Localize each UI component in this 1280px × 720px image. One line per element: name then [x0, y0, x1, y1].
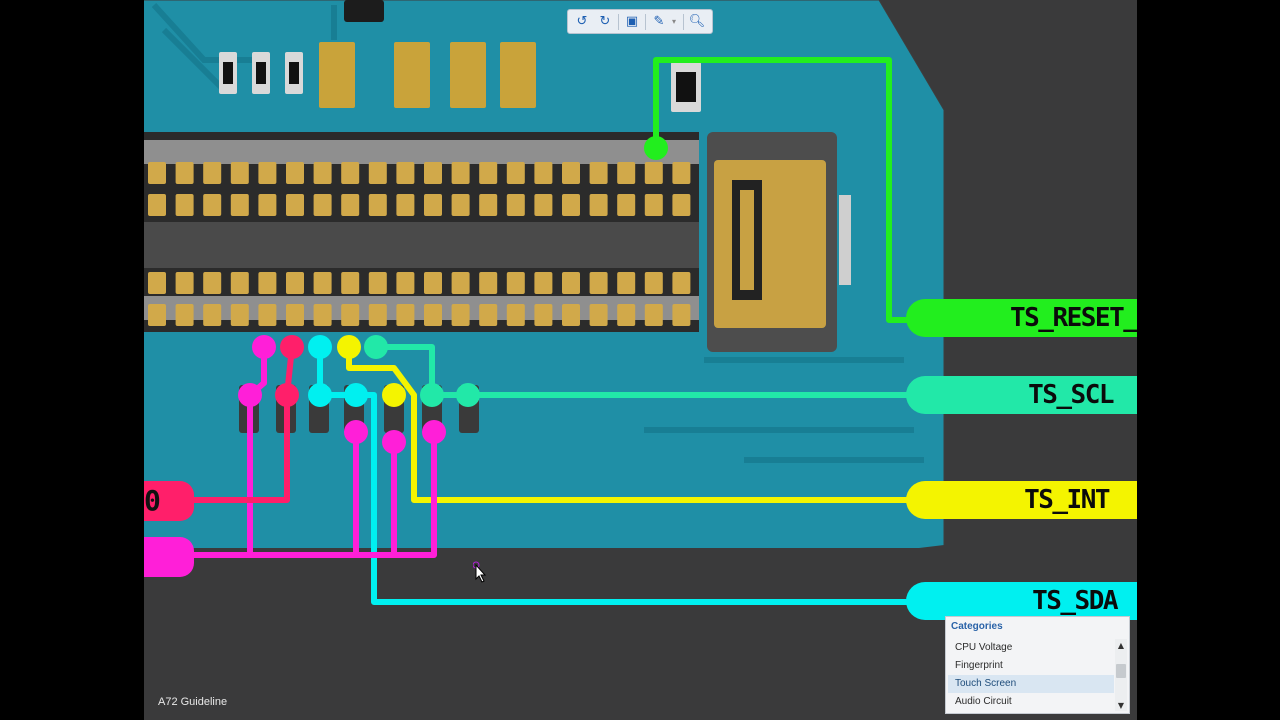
scrollbar-thumb[interactable]: [1116, 664, 1126, 678]
test-point-dot: [644, 136, 668, 160]
chevron-down-icon[interactable]: ▾: [672, 17, 677, 26]
test-point-dot: [308, 335, 332, 359]
categories-title: Categories: [951, 621, 1003, 632]
fit-screen-icon[interactable]: ▣: [625, 14, 639, 29]
test-point-dot: [275, 383, 299, 407]
label-ts-scl: TS_SCL: [906, 376, 1137, 414]
test-point-dot: [382, 430, 406, 454]
test-point-dot: [364, 335, 388, 359]
signal-trace: [317, 344, 927, 605]
mouse-cursor-icon: [473, 561, 487, 583]
label-ts-int-text: TS_INT: [1024, 485, 1110, 515]
category-item-touch-screen[interactable]: Touch Screen: [948, 675, 1114, 693]
pen-tool-icon[interactable]: ✎: [653, 14, 665, 29]
scroll-up-icon[interactable]: ▲: [1117, 640, 1125, 650]
signal-trace: [373, 344, 927, 398]
test-point-dot: [422, 420, 446, 444]
left-label-crimson: 0: [144, 481, 194, 521]
test-point-dot: [344, 420, 368, 444]
categories-scrollbar[interactable]: ▲ ▼: [1115, 639, 1127, 711]
left-label-magenta: [144, 537, 194, 577]
test-point-dot: [344, 383, 368, 407]
test-point-dot: [308, 383, 332, 407]
categories-panel: Categories CPU Voltage Fingerprint Touch…: [945, 616, 1130, 714]
toolbar-divider: [645, 13, 646, 30]
category-item-cpu-voltage[interactable]: CPU Voltage: [955, 642, 1013, 653]
rotate-right-icon[interactable]: ↻: [599, 14, 611, 29]
scroll-down-icon[interactable]: ▼: [1117, 700, 1125, 710]
label-ts-reset-text: TS_RESET_N: [1010, 303, 1137, 333]
signal-trace: [247, 429, 437, 558]
pcb-image: [144, 0, 945, 605]
label-ts-scl-text: TS_SCL: [1028, 380, 1114, 410]
board-connector: [144, 132, 851, 352]
category-item-fingerprint[interactable]: Fingerprint: [955, 660, 1003, 671]
left-label-text: 0: [144, 484, 161, 517]
test-point-dot: [280, 335, 304, 359]
categories-list[interactable]: CPU Voltage Fingerprint Touch Screen Aud…: [948, 639, 1114, 711]
rotate-left-icon[interactable]: ↺: [576, 14, 588, 29]
signal-trace: [346, 344, 927, 503]
test-point-dot: [337, 335, 361, 359]
toolbar-divider: [683, 13, 684, 30]
viewer-toolbar: ↺ ↻ ▣ ✎ ▾ 🔍︎: [567, 9, 713, 34]
signal-trace: [144, 344, 295, 503]
test-point-dot: [456, 383, 480, 407]
top-components: [219, 0, 701, 112]
label-ts-sda-text: TS_SDA: [1032, 586, 1118, 616]
test-point-dot: [252, 335, 276, 359]
toolbar-divider: [618, 13, 619, 30]
search-icon[interactable]: 🔍︎: [688, 14, 706, 29]
label-ts-int: TS_INT: [906, 481, 1137, 519]
viewer-canvas[interactable]: 0 TS_RESET_N TS_SCL TS_INT TS_SDA ↺ ↻ ▣ …: [144, 0, 1137, 720]
signal-trace: [653, 57, 927, 323]
test-point-dot: [420, 383, 444, 407]
label-ts-sda: TS_SDA: [906, 582, 1137, 620]
category-item-audio-circuit[interactable]: Audio Circuit: [955, 696, 1012, 707]
test-point-dot: [238, 383, 262, 407]
app-title: A72 Guideline: [158, 696, 228, 708]
test-point-dot: [382, 383, 406, 407]
label-ts-reset: TS_RESET_N: [906, 299, 1137, 337]
